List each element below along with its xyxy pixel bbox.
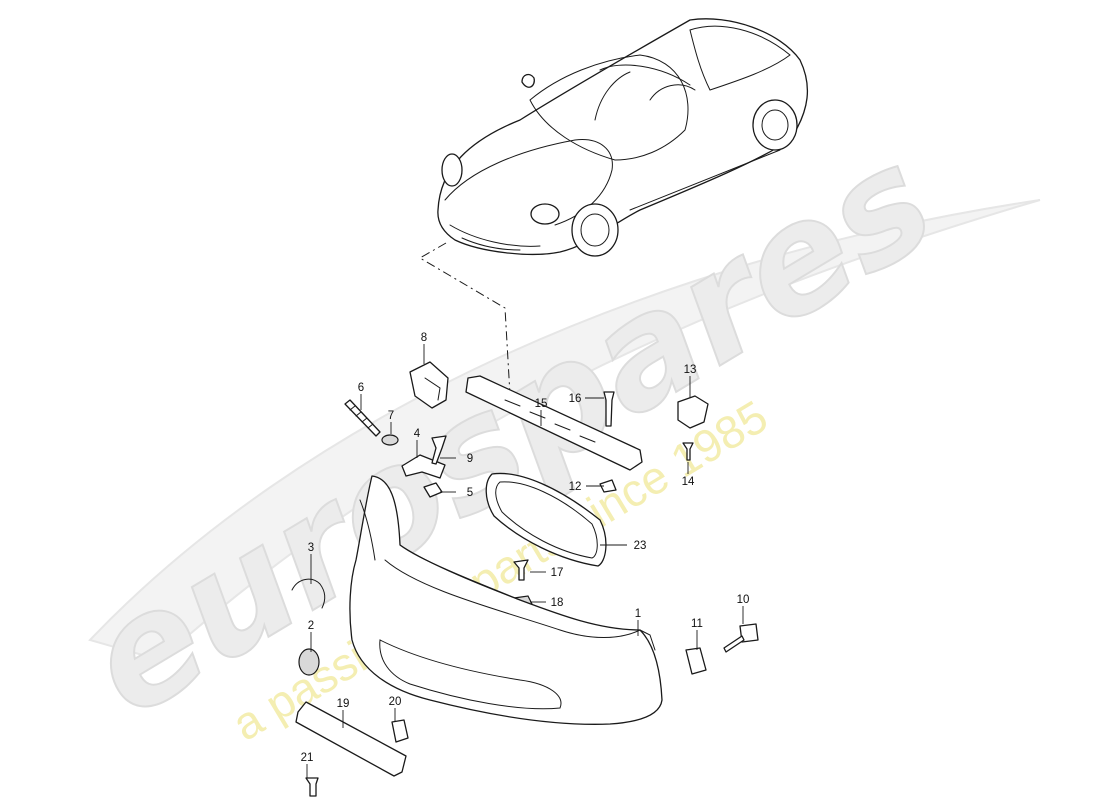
callout-5: 5 bbox=[467, 487, 473, 499]
car-rear-deck bbox=[689, 25, 791, 91]
callout-13: 13 bbox=[684, 364, 697, 376]
part-21-screw bbox=[305, 777, 319, 797]
part-3-hose bbox=[291, 578, 326, 609]
callout-12: 12 bbox=[569, 481, 582, 493]
callout-3: 3 bbox=[308, 542, 314, 554]
part-23-grille-seal-inner bbox=[495, 481, 598, 559]
part-8-bracket-detail bbox=[424, 377, 441, 401]
part-23-grille-seal bbox=[485, 472, 607, 567]
leader-lines bbox=[306, 344, 744, 778]
part-9-screw bbox=[431, 435, 447, 465]
part-13-bracket bbox=[677, 395, 709, 429]
callout-8: 8 bbox=[421, 332, 427, 344]
callout-20: 20 bbox=[389, 696, 402, 708]
car-cockpit bbox=[529, 54, 689, 161]
callout-7: 7 bbox=[388, 410, 394, 422]
car-hood-line bbox=[444, 139, 613, 226]
callout-19: 19 bbox=[337, 698, 350, 710]
car-front-wheel bbox=[571, 203, 619, 257]
part-11-clip bbox=[685, 647, 707, 675]
part-10-bolt-shank bbox=[723, 635, 745, 653]
part-17-screw bbox=[513, 559, 529, 581]
callout-23: 23 bbox=[634, 540, 647, 552]
part-1-bumper-side-flap bbox=[359, 499, 656, 651]
part-15-holes bbox=[504, 399, 596, 443]
callout-17: 17 bbox=[551, 567, 564, 579]
car-body bbox=[437, 18, 809, 256]
car-rollbar bbox=[594, 64, 696, 121]
part-7-washer bbox=[381, 434, 399, 446]
part-19-plate bbox=[295, 701, 407, 777]
car-overview bbox=[437, 18, 809, 257]
part-15-crossmember bbox=[465, 375, 643, 471]
part-16-bolt bbox=[603, 391, 615, 427]
car-headlight-left bbox=[441, 153, 463, 187]
car-rear-wheel-rim bbox=[761, 109, 789, 141]
watermark-swoosh bbox=[88, 199, 1041, 662]
callout-16: 16 bbox=[569, 393, 582, 405]
part-1-bumper-upper-edge bbox=[384, 544, 641, 638]
callout-1: 1 bbox=[635, 608, 641, 620]
callout-4: 4 bbox=[414, 428, 421, 440]
callout-2: 2 bbox=[308, 620, 314, 632]
car-headlight-right bbox=[530, 203, 560, 225]
callout-9: 9 bbox=[467, 453, 473, 465]
callout-6: 6 bbox=[358, 382, 364, 394]
callout-14: 14 bbox=[682, 476, 695, 488]
car-front-wheel-rim bbox=[580, 213, 610, 247]
callout-18: 18 bbox=[551, 597, 564, 609]
callout-labels: 1 2 3 4 5 6 7 8 9 10 11 12 13 14 15 16 1… bbox=[301, 332, 750, 764]
car-side-line bbox=[629, 149, 781, 211]
callout-21: 21 bbox=[301, 752, 314, 764]
part-20-clip bbox=[391, 719, 409, 743]
car-mirror bbox=[521, 73, 535, 88]
car-front-intakes bbox=[449, 224, 541, 251]
car-rear-wheel bbox=[752, 99, 798, 151]
part-12-clip bbox=[599, 479, 617, 493]
callout-15: 15 bbox=[535, 398, 548, 410]
part-2-cap bbox=[298, 648, 320, 676]
locator-dashed-line bbox=[419, 242, 511, 396]
part-6-threads bbox=[349, 405, 374, 429]
callout-10: 10 bbox=[737, 594, 750, 606]
part-1-bumper-intake bbox=[379, 639, 562, 710]
callout-11: 11 bbox=[691, 618, 703, 630]
part-14-bolt bbox=[682, 442, 694, 461]
part-6-stud bbox=[344, 399, 381, 437]
